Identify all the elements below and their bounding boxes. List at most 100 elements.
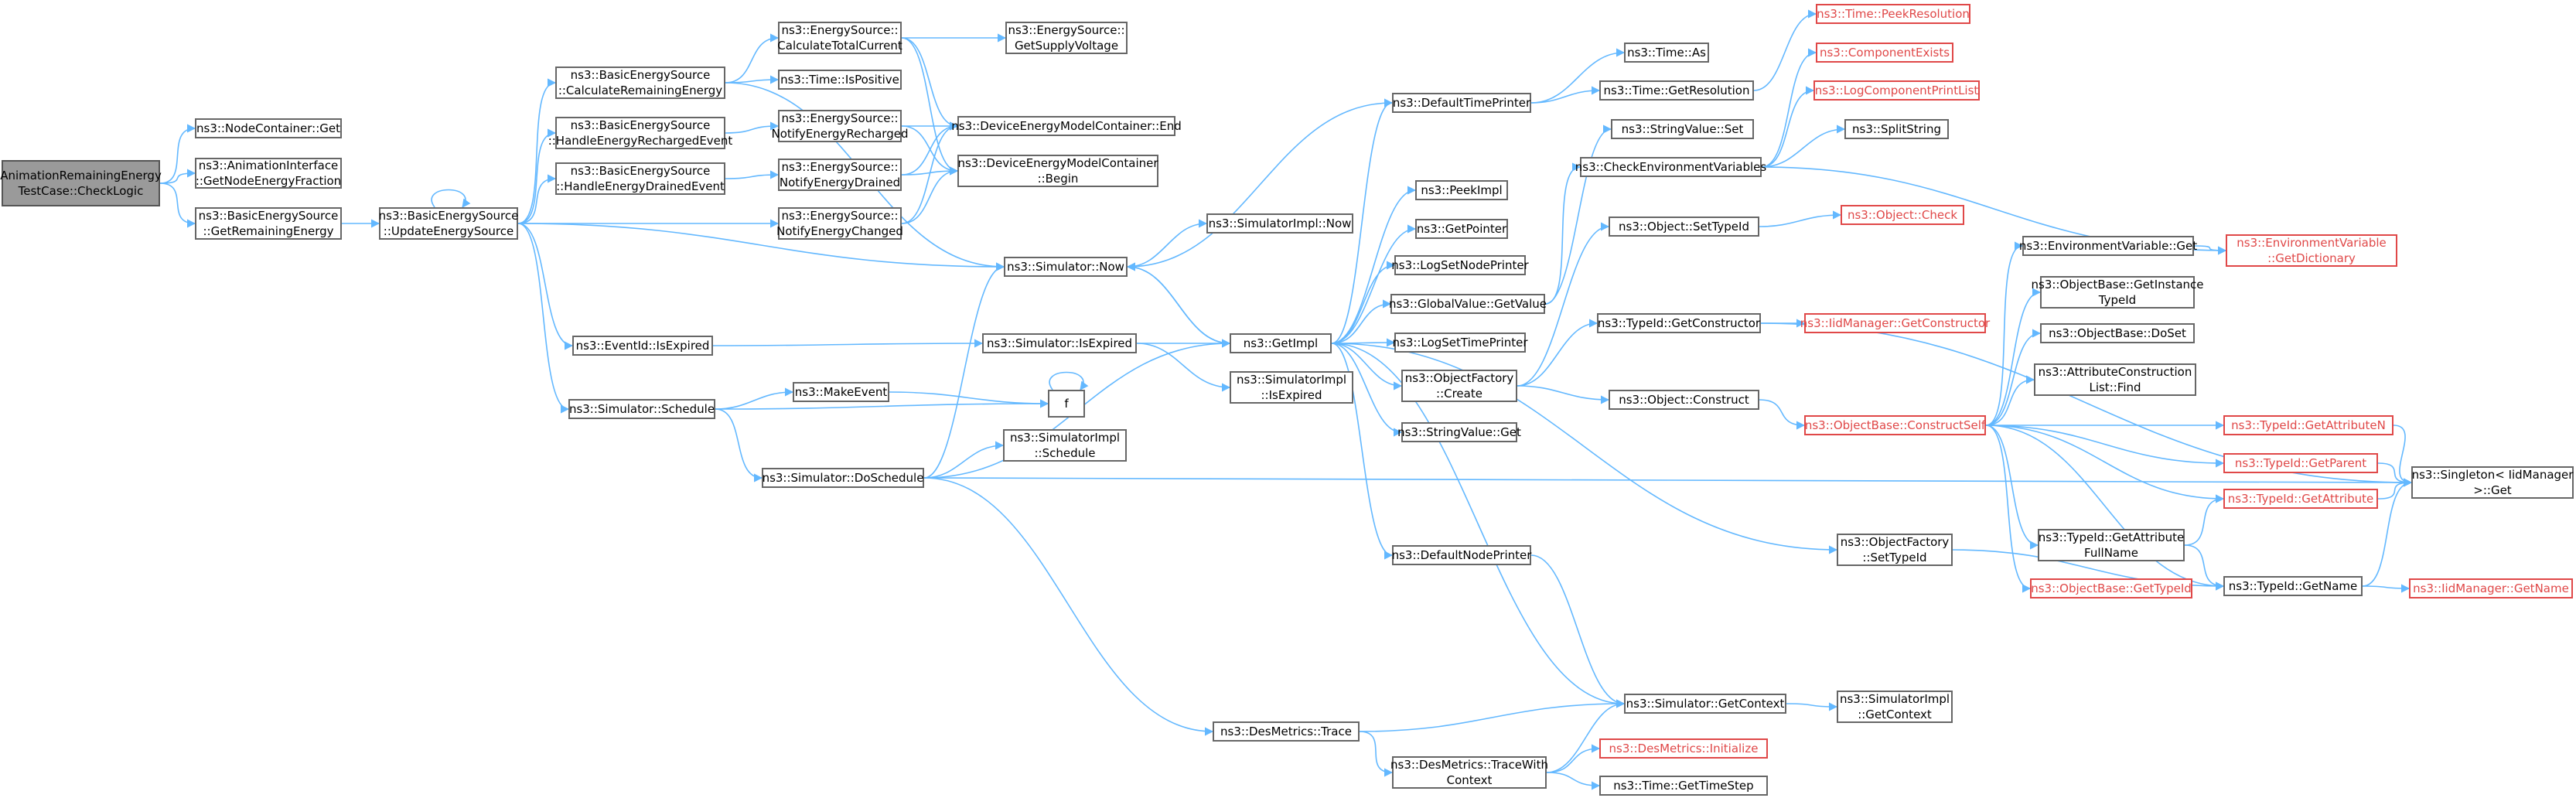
edge-get-impl-to-peek-impl: [1331, 186, 1417, 344]
node-label-line: ns3::SimulatorImpl: [1839, 692, 1950, 706]
node-simimpl-get-context[interactable]: ns3::SimulatorImpl::GetContext: [1837, 691, 1953, 723]
node-label-line: ns3::DeviceEnergyModelContainer: [957, 156, 1158, 170]
node-time-get-time-step[interactable]: ns3::Time::GetTimeStep: [1599, 776, 1768, 796]
node-time-is-positive[interactable]: ns3::Time::IsPositive: [778, 70, 902, 90]
node-default-time-printer[interactable]: ns3::DefaultTimePrinter: [1392, 93, 1531, 113]
edge-simulator-now-to-simimpl-now: [1127, 219, 1208, 268]
node-make-event[interactable]: ns3::MakeEvent: [793, 382, 889, 402]
node-bes-calculate-remaining-energy[interactable]: ns3::BasicEnergySource::CalculateRemaini…: [555, 66, 725, 99]
node-anim-get-node-energy-fraction[interactable]: ns3::AnimationInterface::GetNodeEnergyFr…: [195, 158, 342, 189]
edge-root-to-anim-get-node-energy-fraction: [159, 169, 196, 184]
node-label-line: ns3::Object::Check: [1847, 208, 1958, 222]
node-time-peek-resolution[interactable]: ns3::Time::PeekResolution: [1816, 4, 1970, 24]
node-object-factory-create[interactable]: ns3::ObjectFactory::Create: [1401, 370, 1517, 402]
node-des-metrics-trace[interactable]: ns3::DesMetrics::Trace: [1213, 721, 1360, 742]
node-demc-end[interactable]: ns3::DeviceEnergyModelContainer::End: [951, 116, 1182, 136]
node-es-notify-energy-recharged[interactable]: ns3::EnergySource::NotifyEnergyRecharged: [772, 110, 908, 142]
edge-type-id-get-attribute-n-to-singleton-iid-manager-get: [2393, 425, 2413, 487]
node-object-base-construct-self[interactable]: ns3::ObjectBase::ConstructSelf: [1804, 415, 1986, 435]
node-label-line: ns3::ObjectBase::DoSet: [2049, 326, 2186, 340]
node-split-string[interactable]: ns3::SplitString: [1844, 119, 1949, 139]
node-label-line: ns3::ObjectBase::GetTypeId: [2031, 581, 2192, 595]
node-object-base-get-type-id[interactable]: ns3::ObjectBase::GetTypeId: [2030, 578, 2192, 598]
node-label-line: ns3::Simulator::Now: [1007, 260, 1124, 274]
node-type-id-get-name[interactable]: ns3::TypeId::GetName: [2223, 576, 2363, 596]
node-simimpl-now[interactable]: ns3::SimulatorImpl::Now: [1206, 213, 1353, 234]
edge-f-to-f: [1049, 371, 1089, 390]
node-get-impl[interactable]: ns3::GetImpl: [1230, 333, 1332, 353]
node-bes-update-energy-source[interactable]: ns3::BasicEnergySource::UpdateEnergySour…: [379, 207, 518, 240]
node-log-set-time-printer[interactable]: ns3::LogSetTimePrinter: [1392, 332, 1528, 353]
node-iid-manager-get-constructor[interactable]: ns3::IidManager::GetConstructor: [1800, 313, 1990, 333]
node-simulator-do-schedule[interactable]: ns3::Simulator::DoSchedule: [762, 468, 924, 488]
node-label-line: ns3::Time::GetResolution: [1603, 84, 1750, 97]
node-object-set-type-id[interactable]: ns3::Object::SetTypeId: [1609, 217, 1759, 237]
node-simulator-schedule[interactable]: ns3::Simulator::Schedule: [568, 399, 715, 419]
edge-bes-update-energy-source-to-eventid-is-expired: [517, 223, 574, 350]
node-simulator-is-expired[interactable]: ns3::Simulator::IsExpired: [982, 333, 1137, 353]
node-demc-begin[interactable]: ns3::DeviceEnergyModelContainer::Begin: [957, 155, 1158, 187]
node-time-get-resolution[interactable]: ns3::Time::GetResolution: [1599, 80, 1754, 101]
node-eventid-is-expired[interactable]: ns3::EventId::IsExpired: [572, 336, 713, 356]
edge-simulator-schedule-to-f: [715, 399, 1049, 410]
edge-object-construct-to-object-base-construct-self: [1759, 399, 1806, 430]
node-log-component-print-list[interactable]: ns3::LogComponentPrintList: [1813, 80, 1980, 101]
node-environment-variable-get[interactable]: ns3::EnvironmentVariable::Get: [2019, 236, 2197, 256]
node-check-environment-variables[interactable]: ns3::CheckEnvironmentVariables: [1575, 157, 1766, 177]
node-es-notify-energy-drained[interactable]: ns3::EnergySource::NotifyEnergyDrained: [778, 159, 902, 191]
node-object-check[interactable]: ns3::Object::Check: [1841, 205, 1964, 225]
node-log-set-node-printer[interactable]: ns3::LogSetNodePrinter: [1391, 255, 1529, 275]
node-object-factory-set-type-id[interactable]: ns3::ObjectFactory::SetTypeId: [1837, 534, 1953, 566]
node-type-id-get-constructor[interactable]: ns3::TypeId::GetConstructor: [1597, 313, 1761, 333]
node-es-calculate-total-current[interactable]: ns3::EnergySource::CalculateTotalCurrent: [777, 22, 902, 54]
node-simulator-get-context[interactable]: ns3::Simulator::GetContext: [1624, 694, 1786, 714]
node-bes-handle-energy-drained[interactable]: ns3::BasicEnergySource::HandleEnergyDrai…: [555, 162, 725, 195]
node-es-get-supply-voltage[interactable]: ns3::EnergySource::GetSupplyVoltage: [1005, 22, 1128, 54]
node-default-node-printer[interactable]: ns3::DefaultNodePrinter: [1392, 545, 1531, 565]
node-string-value-set[interactable]: ns3::StringValue::Set: [1611, 119, 1754, 139]
node-object-construct[interactable]: ns3::Object::Construct: [1609, 390, 1759, 410]
node-des-metrics-initialize[interactable]: ns3::DesMetrics::Initialize: [1599, 738, 1768, 759]
node-get-pointer[interactable]: ns3::GetPointer: [1415, 219, 1508, 239]
edge-bes-update-energy-source-to-simulator-now: [517, 223, 1005, 271]
node-peek-impl[interactable]: ns3::PeekImpl: [1415, 180, 1508, 200]
node-label-line: ns3::LogSetTimePrinter: [1392, 336, 1528, 350]
edge-root-to-node-container-get: [159, 124, 196, 184]
node-label-line: ns3::Simulator::GetContext: [1626, 697, 1785, 711]
edge-object-base-construct-self-to-type-id-get-parent: [1985, 425, 2225, 468]
edge-get-impl-to-log-set-node-printer: [1331, 261, 1396, 344]
edge-es-notify-energy-changed-to-demc-end: [901, 121, 959, 224]
node-bes-get-remaining-energy[interactable]: ns3::BasicEnergySource::GetRemainingEner…: [195, 207, 342, 240]
node-object-base-do-set[interactable]: ns3::ObjectBase::DoSet: [2040, 323, 2195, 343]
edge-get-impl-to-object-factory-create: [1331, 343, 1403, 390]
node-type-id-get-attribute-n[interactable]: ns3::TypeId::GetAttributeN: [2223, 415, 2393, 435]
node-label-line: ns3::EnergySource::: [781, 209, 899, 223]
node-bes-handle-energy-recharged[interactable]: ns3::BasicEnergySource::HandleEnergyRech…: [548, 117, 732, 149]
node-es-notify-energy-changed[interactable]: ns3::EnergySource::NotifyEnergyChanged: [776, 207, 903, 240]
node-label-line: ns3::DeviceEnergyModelContainer::End: [951, 119, 1182, 133]
node-singleton-iid-manager-get[interactable]: ns3::Singleton< IidManager>::Get: [2411, 466, 2574, 499]
node-f[interactable]: f: [1048, 390, 1085, 418]
node-label-line: ns3::SimulatorImpl: [1009, 431, 1121, 445]
node-label-line: CalculateTotalCurrent: [777, 39, 902, 53]
node-simimpl-schedule[interactable]: ns3::SimulatorImpl::Schedule: [1003, 429, 1127, 462]
node-iid-manager-get-name[interactable]: ns3::IidManager::GetName: [2409, 578, 2573, 598]
node-node-container-get[interactable]: ns3::NodeContainer::Get: [195, 118, 342, 138]
node-label-line: ns3::EnergySource::: [781, 160, 899, 174]
node-type-id-get-attribute[interactable]: ns3::TypeId::GetAttribute: [2223, 489, 2378, 509]
node-component-exists[interactable]: ns3::ComponentExists: [1816, 43, 1953, 63]
node-global-value-get-value[interactable]: ns3::GlobalValue::GetValue: [1389, 294, 1547, 314]
node-environment-variable-get-dictionary[interactable]: ns3::EnvironmentVariable::GetDictionary: [2226, 234, 2397, 267]
node-string-value-get[interactable]: ns3::StringValue::Get: [1397, 422, 1521, 442]
node-simulator-now[interactable]: ns3::Simulator::Now: [1004, 257, 1128, 277]
node-time-as[interactable]: ns3::Time::As: [1624, 43, 1709, 63]
node-type-id-get-parent[interactable]: ns3::TypeId::GetParent: [2223, 453, 2378, 473]
node-label-line: ns3::LogComponentPrintList: [1814, 84, 1979, 97]
edge-object-base-construct-self-to-attribute-construction-list-find: [1985, 375, 2035, 426]
node-simimpl-is-expired[interactable]: ns3::SimulatorImpl::IsExpired: [1230, 371, 1353, 404]
